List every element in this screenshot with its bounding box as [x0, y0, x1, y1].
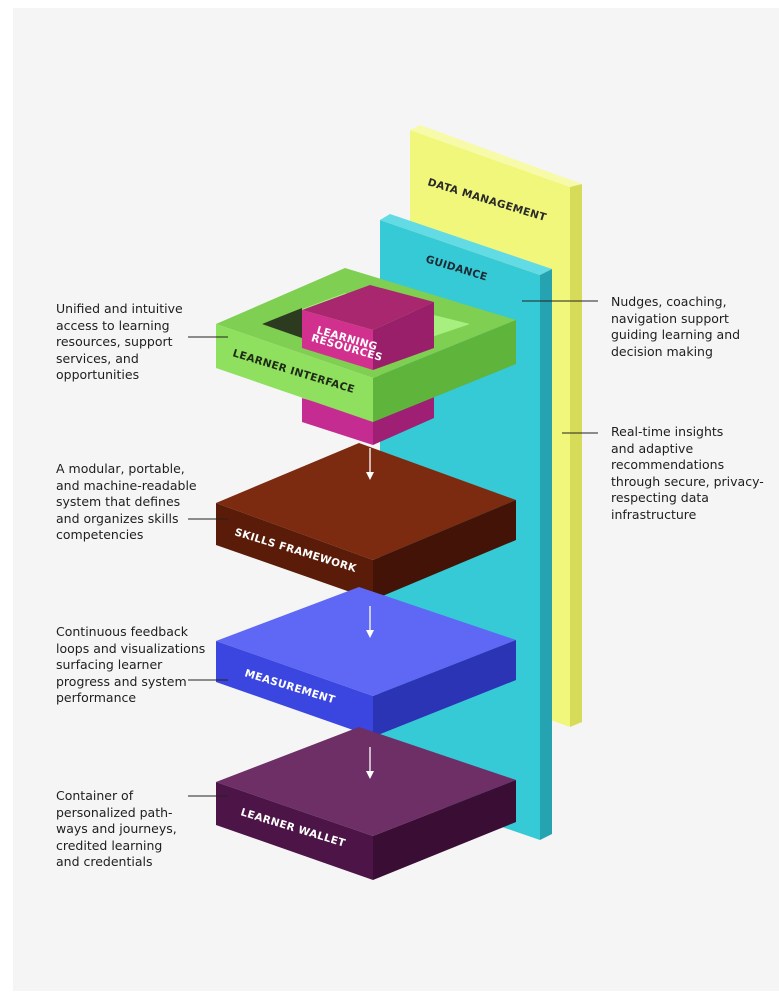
learner-interface-description: Unified and intuitive access to learning…: [56, 301, 183, 382]
guidance-top: [380, 214, 552, 275]
flow-arrows: [366, 448, 374, 779]
guidance-side: [540, 269, 552, 840]
learner-wallet-description: Container of personalized path- ways and…: [56, 788, 177, 869]
data-management-description: Real-time insights and adaptive recommen…: [611, 424, 764, 522]
skills-framework-description: A modular, portable, and machine-readabl…: [56, 461, 197, 542]
learner-wallet-right: [373, 780, 516, 880]
learner-interface-front: [216, 324, 373, 422]
learner-interface-right: [373, 320, 516, 422]
arrow-down-icon: [366, 747, 374, 779]
measurement-description: Continuous feedback loops and visualizat…: [56, 624, 206, 705]
measurement-top: [216, 587, 516, 696]
learning-resources-lower-left: [302, 398, 373, 445]
data-management-side: [570, 184, 582, 727]
learner-wallet-front: [216, 782, 373, 880]
guidance-description: Nudges, coaching, navigation support gui…: [611, 294, 741, 359]
measurement-front: [216, 641, 373, 737]
measurement-right: [373, 640, 516, 737]
learner-wallet-top: [216, 727, 516, 836]
learning-resources-cube-upper: LEARNING RESOURCES: [302, 285, 434, 370]
leader-lines: [188, 300, 598, 797]
learner-wallet-block: LEARNER WALLET: [216, 727, 516, 880]
skills-framework-front: [216, 503, 373, 600]
learning-resources-cube-lower: [302, 390, 434, 445]
arrow-down-icon: [366, 606, 374, 638]
skills-framework-right: [373, 500, 516, 600]
arrow-down-icon: [366, 448, 374, 480]
learner-interface-hole-shadow: [262, 308, 302, 338]
data-management-top: [410, 125, 582, 187]
learning-resources-left: [302, 310, 373, 370]
skills-framework-top: [216, 443, 516, 560]
learning-resources-lower-right: [373, 390, 434, 445]
learning-resources-top: [302, 285, 434, 330]
learning-resources-right: [373, 302, 434, 370]
